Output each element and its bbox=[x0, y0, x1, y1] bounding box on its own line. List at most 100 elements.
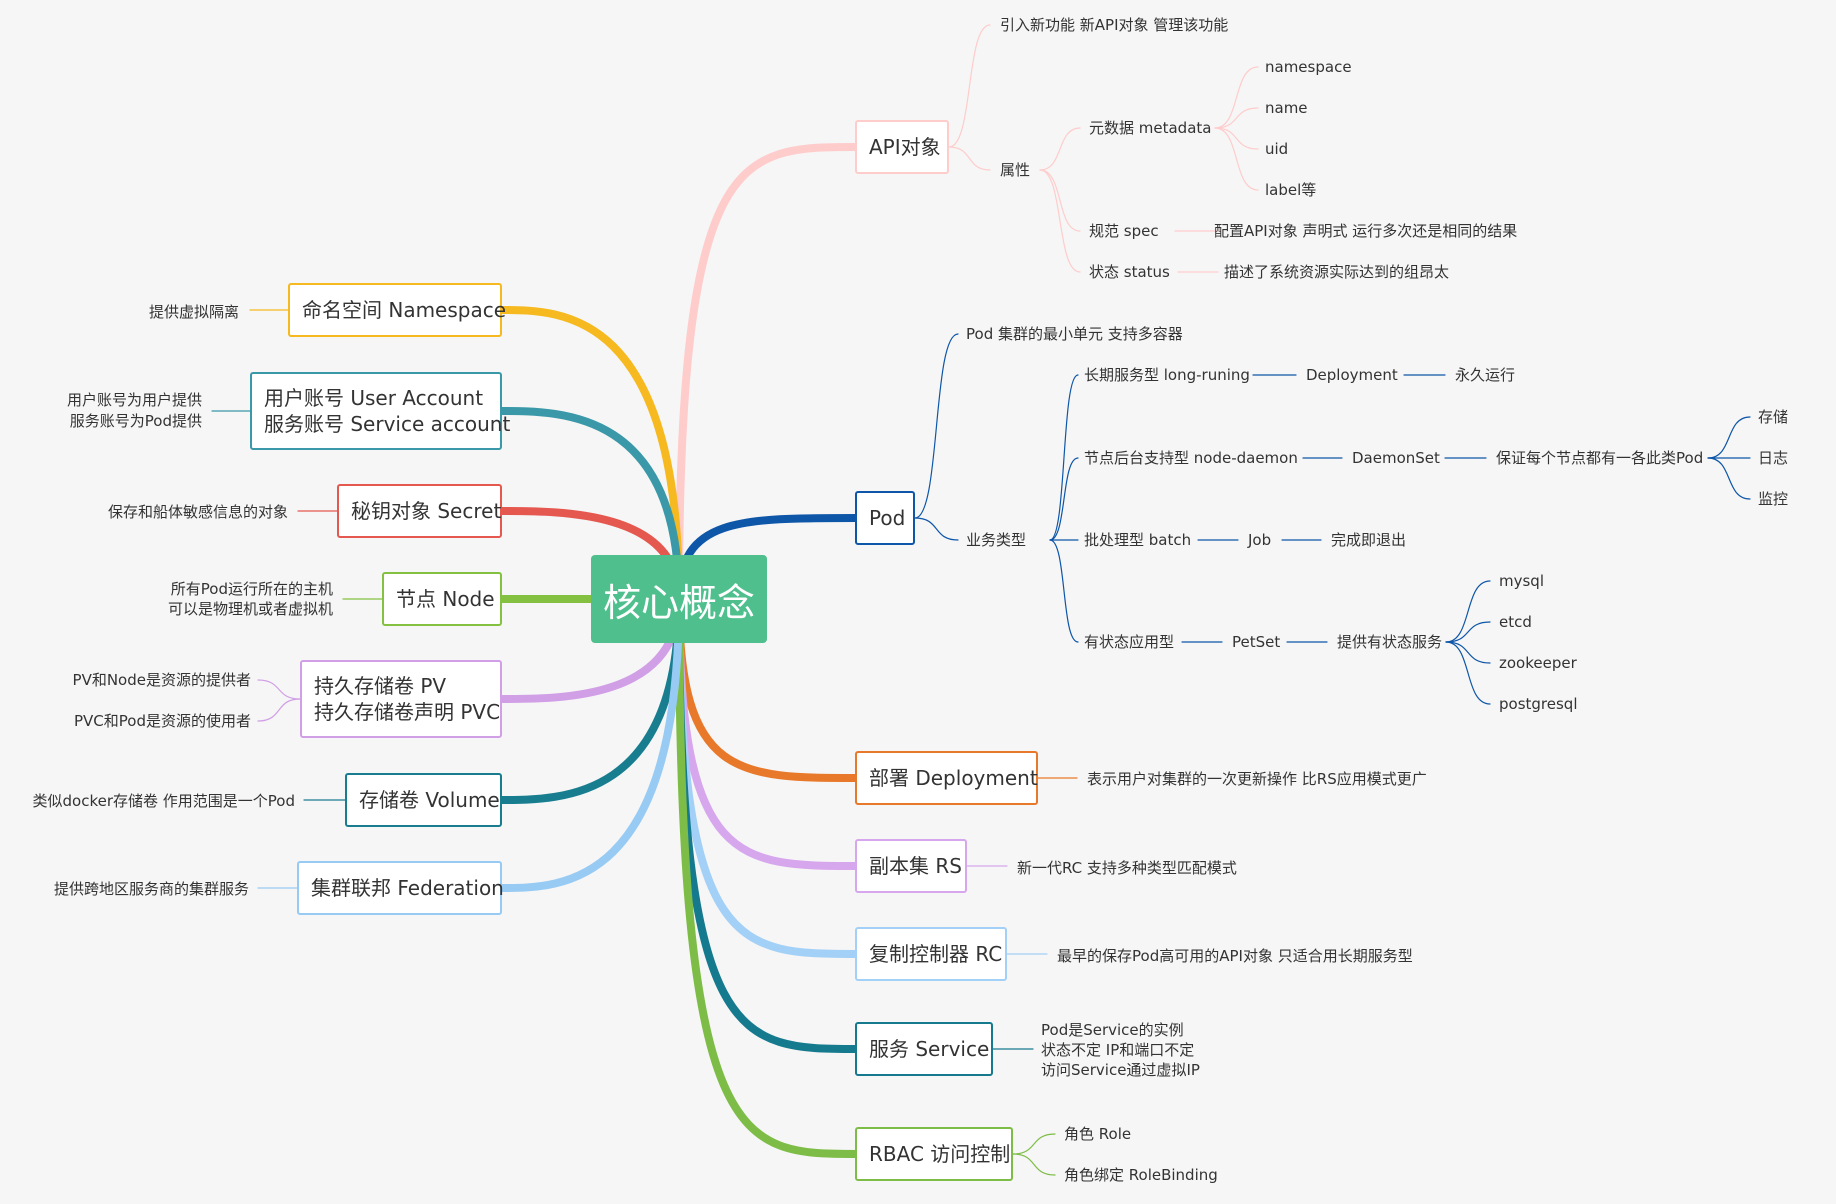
service-desc-line: 状态不定 IP和端口不定 bbox=[1041, 1041, 1195, 1059]
api-spec-desc: 配置API对象 声明式 运行多次还是相同的结果 bbox=[1214, 222, 1518, 240]
rc-desc: 最早的保存Pod高可用的API对象 只适合用长期服务型 bbox=[1057, 947, 1413, 965]
api-metadata: 元数据 metadata bbox=[1089, 119, 1212, 137]
api-status: 状态 status bbox=[1089, 263, 1170, 281]
stateful-item: etcd bbox=[1499, 613, 1532, 631]
topic-label: 复制控制器 RC bbox=[869, 942, 1003, 966]
attr-sub-1 bbox=[1039, 169, 1081, 232]
daemon-sub-2 bbox=[1707, 457, 1751, 500]
topic-secret[interactable]: 秘钥对象 Secret bbox=[337, 484, 502, 538]
rbac-sub-0 bbox=[1012, 1133, 1056, 1155]
topic-label: 集群联邦 Federation bbox=[311, 876, 504, 900]
topic-label: 存储卷 Volume bbox=[359, 788, 500, 812]
topic-api-object[interactable]: API对象 bbox=[855, 120, 949, 174]
biz-sub-0 bbox=[1049, 374, 1079, 541]
branch-rbac bbox=[675, 595, 861, 1158]
api-sub-0 bbox=[948, 24, 991, 148]
deployment-desc: 表示用户对集群的一次更新操作 比RS应用模式更广 bbox=[1087, 770, 1427, 788]
topic-label: 节点 Node bbox=[396, 587, 495, 611]
topic-rs[interactable]: 副本集 RS bbox=[855, 839, 967, 893]
topic-service[interactable]: 服务 Service bbox=[855, 1022, 993, 1076]
meta-item: namespace bbox=[1265, 58, 1352, 76]
stateful-item: zookeeper bbox=[1499, 654, 1577, 672]
meta-item: uid bbox=[1265, 140, 1289, 158]
pv-sub-0 bbox=[257, 679, 301, 700]
topic-pod[interactable]: Pod bbox=[855, 491, 915, 545]
daemon-item: 日志 bbox=[1758, 449, 1789, 467]
rbac-item: 角色 Role bbox=[1064, 1125, 1132, 1143]
rbac-item: 角色绑定 RoleBinding bbox=[1064, 1166, 1218, 1184]
volume-desc: 类似docker存储卷 作用范围是一个Pod bbox=[32, 792, 295, 810]
branch-api bbox=[675, 143, 861, 603]
pod-sub-1 bbox=[914, 517, 959, 541]
daemon-sub-0 bbox=[1707, 416, 1751, 459]
topic-volume[interactable]: 存储卷 Volume bbox=[345, 773, 502, 827]
branch-account bbox=[498, 407, 683, 603]
topic-federation[interactable]: 集群联邦 Federation bbox=[297, 861, 504, 915]
topic-label-line: 用户账号 User Account bbox=[264, 386, 484, 410]
api-sub-1 bbox=[948, 146, 991, 171]
pod-daemon-ctl: DaemonSet bbox=[1352, 449, 1440, 467]
topic-label: Pod bbox=[869, 506, 906, 530]
pod-stateful-desc: 提供有状态服务 bbox=[1337, 633, 1443, 651]
topic-account[interactable]: 用户账号 User Account 服务账号 Service account bbox=[250, 372, 511, 450]
topic-label: API对象 bbox=[869, 135, 941, 159]
api-spec: 规范 spec bbox=[1089, 222, 1159, 240]
daemon-item: 存储 bbox=[1758, 408, 1789, 426]
meta-sub-1 bbox=[1214, 107, 1259, 129]
api-intro: 引入新功能 新API对象 管理该功能 bbox=[1000, 16, 1229, 34]
pv-item: PVC和Pod是资源的使用者 bbox=[74, 712, 251, 730]
pod-daemon-desc: 保证每个节点都有一各此类Pod bbox=[1496, 449, 1704, 467]
pod-stateful-ctl: PetSet bbox=[1232, 633, 1281, 651]
topic-label: 部署 Deployment bbox=[869, 766, 1038, 790]
service-desc-line: 访问Service通过虚拟IP bbox=[1041, 1061, 1200, 1079]
pv-item: PV和Node是资源的提供者 bbox=[72, 671, 251, 689]
branch-namespace bbox=[498, 306, 683, 603]
api-status-desc: 描述了系统资源实际达到的组昂太 bbox=[1224, 263, 1450, 281]
stateful-sub-0 bbox=[1445, 580, 1491, 643]
stateful-item: mysql bbox=[1499, 572, 1544, 590]
node-desc-line: 可以是物理机或者虚拟机 bbox=[167, 600, 333, 618]
daemon-item: 监控 bbox=[1758, 490, 1789, 508]
topic-label: 命名空间 Namespace bbox=[302, 298, 507, 322]
center-topic[interactable]: 核心概念 bbox=[591, 555, 767, 643]
topic-rbac[interactable]: RBAC 访问控制 bbox=[855, 1127, 1013, 1181]
attr-sub-0 bbox=[1039, 127, 1081, 171]
pod-stateful: 有状态应用型 bbox=[1084, 633, 1175, 651]
biz-sub-3 bbox=[1049, 539, 1079, 643]
topic-label-line: 持久存储卷 PV bbox=[314, 674, 447, 698]
secret-desc: 保存和船体敏感信息的对象 bbox=[107, 503, 288, 521]
meta-item: name bbox=[1265, 99, 1308, 117]
namespace-desc: 提供虚拟隔离 bbox=[148, 303, 239, 321]
account-desc-line: 用户账号为用户提供 bbox=[66, 391, 202, 409]
topic-rc[interactable]: 复制控制器 RC bbox=[855, 927, 1007, 981]
topic-label: 秘钥对象 Secret bbox=[351, 499, 502, 523]
pod-long: 长期服务型 long-runing bbox=[1084, 366, 1250, 384]
pod-batch-ctl: Job bbox=[1248, 531, 1272, 549]
meta-sub-3 bbox=[1214, 127, 1259, 191]
federation-desc: 提供跨地区服务商的集群服务 bbox=[53, 880, 249, 898]
api-attr: 属性 bbox=[1000, 161, 1031, 179]
topic-label-line: 持久存储卷声明 PVC bbox=[314, 700, 501, 724]
pod-daemon: 节点后台支持型 node-daemon bbox=[1084, 449, 1298, 467]
branch-service bbox=[675, 595, 861, 1053]
topic-deployment[interactable]: 部署 Deployment bbox=[855, 751, 1038, 805]
rs-desc: 新一代RC 支持多种类型匹配模式 bbox=[1017, 859, 1237, 877]
topic-node[interactable]: 节点 Node bbox=[382, 572, 502, 626]
topic-pv[interactable]: 持久存储卷 PV 持久存储卷声明 PVC bbox=[300, 660, 502, 738]
topic-label-line: 服务账号 Service account bbox=[264, 412, 511, 436]
stateful-item: postgresql bbox=[1499, 695, 1578, 713]
attr-sub-2 bbox=[1039, 169, 1081, 273]
pod-long-ctl: Deployment bbox=[1306, 366, 1398, 384]
service-desc-line: Pod是Service的实例 bbox=[1041, 1021, 1184, 1039]
account-desc-line: 服务账号为Pod提供 bbox=[69, 412, 202, 430]
pod-batch-desc: 完成即退出 bbox=[1331, 531, 1407, 549]
meta-sub-0 bbox=[1214, 66, 1259, 129]
topic-namespace[interactable]: 命名空间 Namespace bbox=[288, 283, 507, 337]
biz-sub-1 bbox=[1049, 457, 1079, 541]
node-desc-line: 所有Pod运行所在的主机 bbox=[170, 580, 333, 598]
pod-long-desc: 永久运行 bbox=[1455, 366, 1516, 384]
meta-sub-2 bbox=[1214, 127, 1259, 150]
pod-batch: 批处理型 batch bbox=[1084, 531, 1192, 549]
rbac-sub-1 bbox=[1012, 1153, 1056, 1176]
